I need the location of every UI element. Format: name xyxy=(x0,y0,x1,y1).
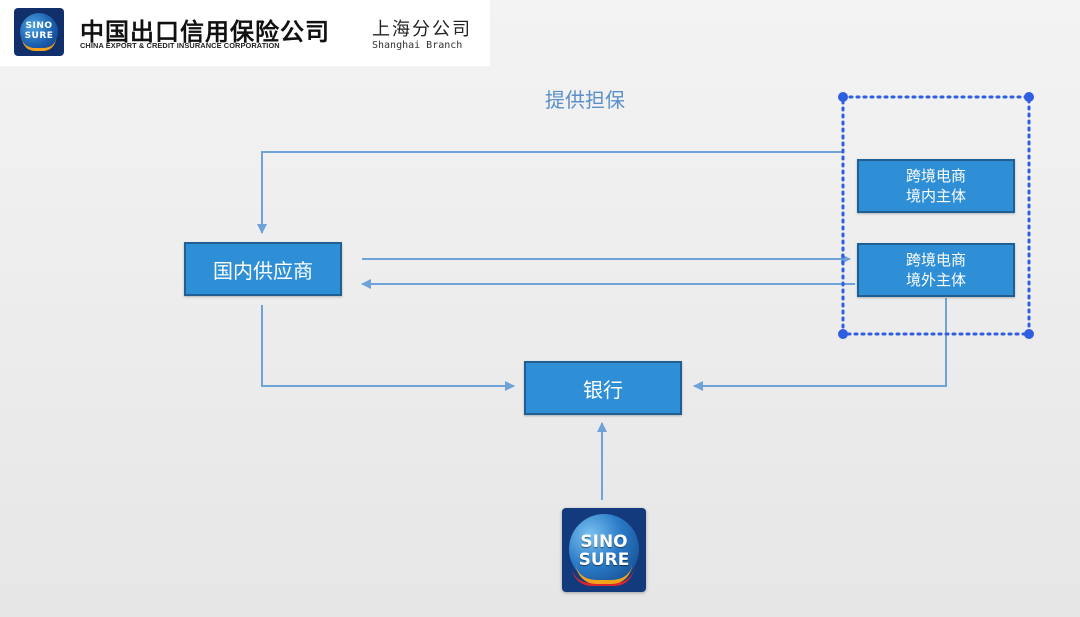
domestic-supplier-label: 国内供应商 xyxy=(213,258,313,283)
bottom-logo-text-sure: SURE xyxy=(578,550,630,570)
sinosure-logo-icon: SINO SURE xyxy=(14,8,64,56)
ecommerce-domestic-line1: 跨境电商 xyxy=(905,167,966,185)
company-name-cn: 中国出口信用保险公司 xyxy=(80,18,330,46)
guarantee-label: 提供担保 xyxy=(545,88,625,112)
sinosure-logo-icon-large: SINO SURE xyxy=(562,508,646,592)
arrow-guarantee xyxy=(257,151,842,234)
ecommerce-overseas-line2: 境外主体 xyxy=(905,271,966,289)
domestic-supplier-node[interactable]: 国内供应商 xyxy=(184,242,342,296)
bank-label: 银行 xyxy=(583,377,623,402)
branch-name-en: Shanghai Branch xyxy=(372,40,463,51)
arrow-supplier-to-bank xyxy=(261,305,515,391)
logo-text-sure: SURE xyxy=(24,31,54,41)
ecommerce-overseas-line1: 跨境电商 xyxy=(905,251,966,269)
bank-node[interactable]: 银行 xyxy=(524,361,682,415)
ecommerce-domestic-line2: 境内主体 xyxy=(905,187,966,205)
bottom-logo-text-sino: SINO xyxy=(580,532,628,552)
group-handle-bl xyxy=(838,329,848,339)
group-handle-br xyxy=(1024,329,1034,339)
ecommerce-domestic-entity-node[interactable]: 跨境电商 境内主体 xyxy=(857,159,1015,213)
logo-text-sino: SINO xyxy=(25,21,53,31)
arrow-overseas-to-bank xyxy=(693,298,947,391)
company-name-en: CHINA EXPORT & CREDIT INSURANCE CORPORAT… xyxy=(80,41,280,50)
ecommerce-overseas-entity-node[interactable]: 跨境电商 境外主体 xyxy=(857,243,1015,297)
group-handle-tr xyxy=(1024,92,1034,102)
branch-name-cn: 上海分公司 xyxy=(372,19,472,40)
header-banner: SINO SURE 中国出口信用保险公司 CHINA EXPORT & CRED… xyxy=(0,0,490,66)
ecommerce-group-outline xyxy=(841,95,1031,336)
group-handle-tl xyxy=(838,92,848,102)
